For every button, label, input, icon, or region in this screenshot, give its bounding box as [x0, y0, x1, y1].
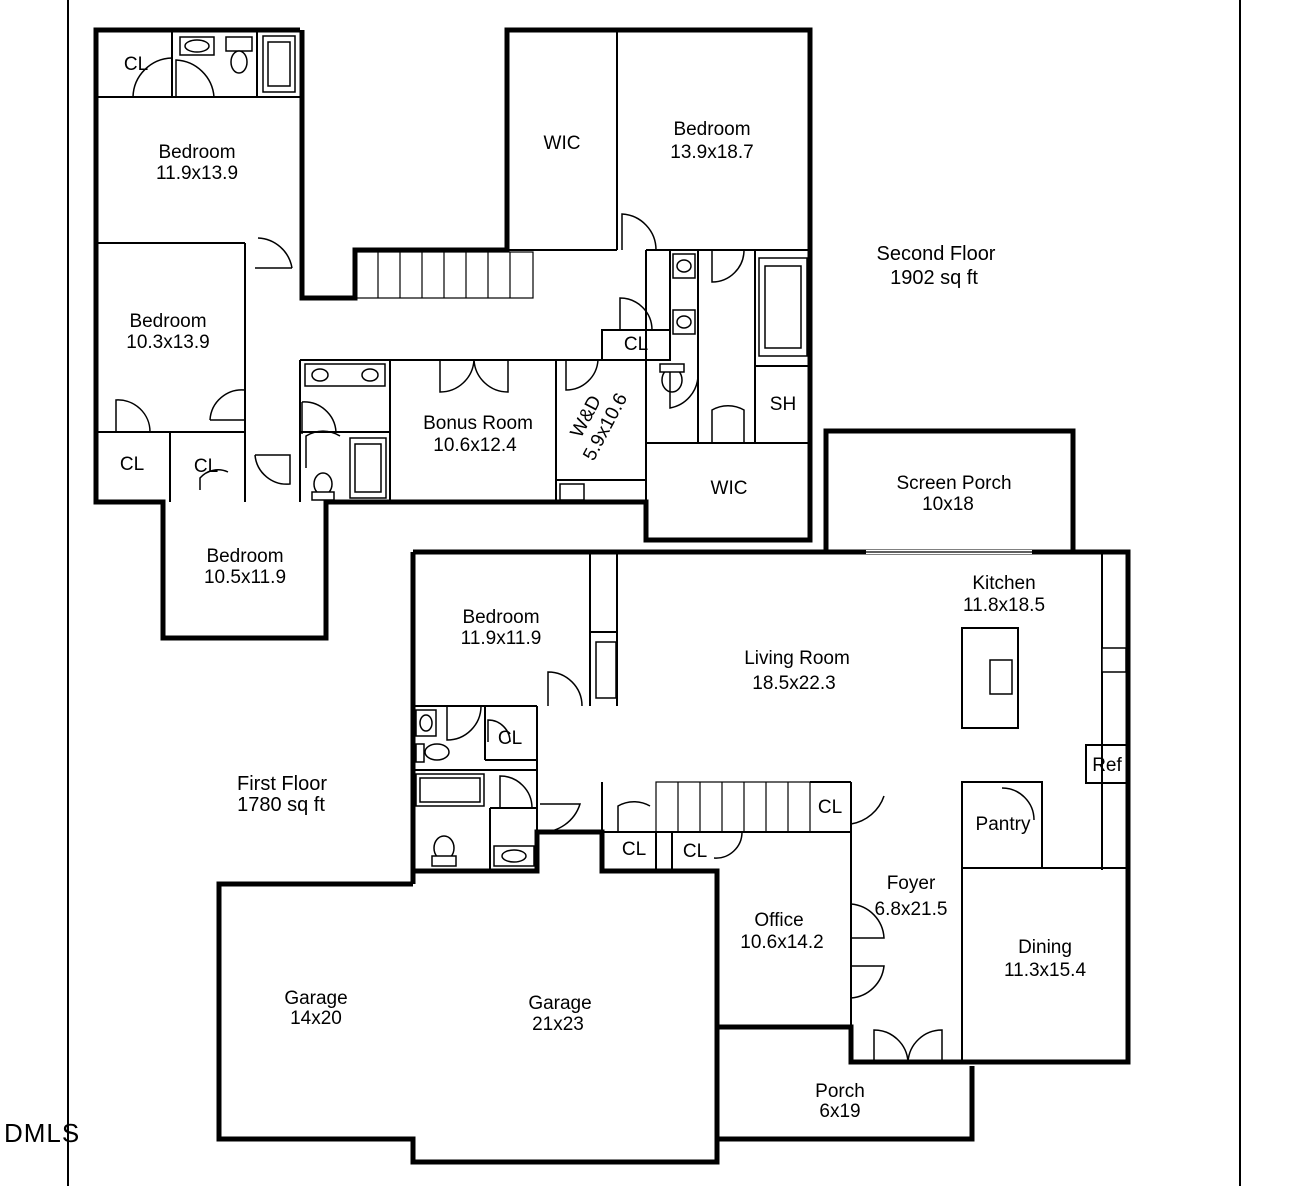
room-label: Garage	[284, 988, 347, 1009]
second-floor-area: 1902 sq ft	[890, 267, 978, 289]
room-label: Pantry	[976, 814, 1031, 835]
room-label: Bedroom	[158, 142, 235, 163]
first-floor-fixtures	[415, 641, 617, 867]
room-label: Kitchen	[972, 573, 1035, 594]
room-label: WIC	[544, 133, 581, 154]
first-floor-title: First Floor	[237, 773, 327, 795]
room-label: CL	[124, 54, 148, 75]
room-size: 11.9x11.9	[461, 628, 542, 649]
room-label: Bedroom	[206, 546, 283, 567]
first-floor-walls	[216, 428, 1131, 1165]
first-floor-doors	[446, 550, 1035, 1063]
room-size: 11.3x15.4	[1004, 960, 1086, 981]
room-label: Bonus Room	[423, 413, 533, 434]
room-size: 6.8x21.5	[875, 899, 948, 920]
room-label: Screen Porch	[896, 473, 1011, 494]
room-label: CL	[120, 454, 144, 475]
room-size: 10.6x14.2	[740, 932, 823, 953]
room-size: 11.9x13.9	[156, 163, 238, 184]
second-floor-fixtures	[179, 35, 808, 501]
room-label: Living Room	[744, 648, 850, 669]
room-label: CL	[498, 728, 522, 749]
second-floor-labels: Second Floor 1902 sq ft CL Bedroom 11.9x…	[120, 54, 996, 588]
room-label: CL	[683, 841, 707, 862]
room-size: 13.9x18.7	[670, 142, 753, 163]
stair-treads-lower	[677, 782, 789, 832]
room-label: Porch	[815, 1081, 865, 1102]
room-label: Bedroom	[673, 119, 750, 140]
room-size: 10.6x12.4	[433, 435, 517, 456]
room-label: CL	[194, 456, 218, 477]
room-label: CL	[624, 334, 648, 355]
second-floor-doors	[115, 57, 745, 490]
first-floor-labels: Screen Porch 10x18 Kitchen 11.8x18.5 Bed…	[237, 473, 1122, 1122]
room-label: Bedroom	[462, 607, 539, 628]
room-label: CL	[622, 839, 646, 860]
mls-watermark: DMLS	[4, 1118, 80, 1148]
room-label: Office	[754, 910, 803, 931]
room-label: Bedroom	[129, 311, 206, 332]
second-floor-title: Second Floor	[877, 243, 996, 265]
room-size: 14x20	[290, 1008, 342, 1029]
second-floor-walls	[93, 27, 813, 641]
room-size: 6x19	[819, 1101, 860, 1122]
room-label: Ref	[1092, 755, 1122, 776]
room-size: 10x18	[922, 494, 974, 515]
room-size: 10.5x11.9	[204, 567, 286, 588]
room-size: 18.5x22.3	[752, 673, 835, 694]
room-size: 21x23	[532, 1014, 584, 1035]
room-label: Foyer	[887, 873, 936, 894]
room-label: SH	[770, 394, 796, 415]
first-floor-area: 1780 sq ft	[237, 794, 325, 816]
room-label: WIC	[711, 478, 748, 499]
stair-treads-upper	[377, 252, 511, 298]
room-label: CL	[818, 797, 842, 818]
room-size: 11.8x18.5	[963, 595, 1045, 616]
room-size: 10.3x13.9	[126, 332, 209, 353]
room-label: Garage	[528, 993, 591, 1014]
room-label: Dining	[1018, 937, 1072, 958]
